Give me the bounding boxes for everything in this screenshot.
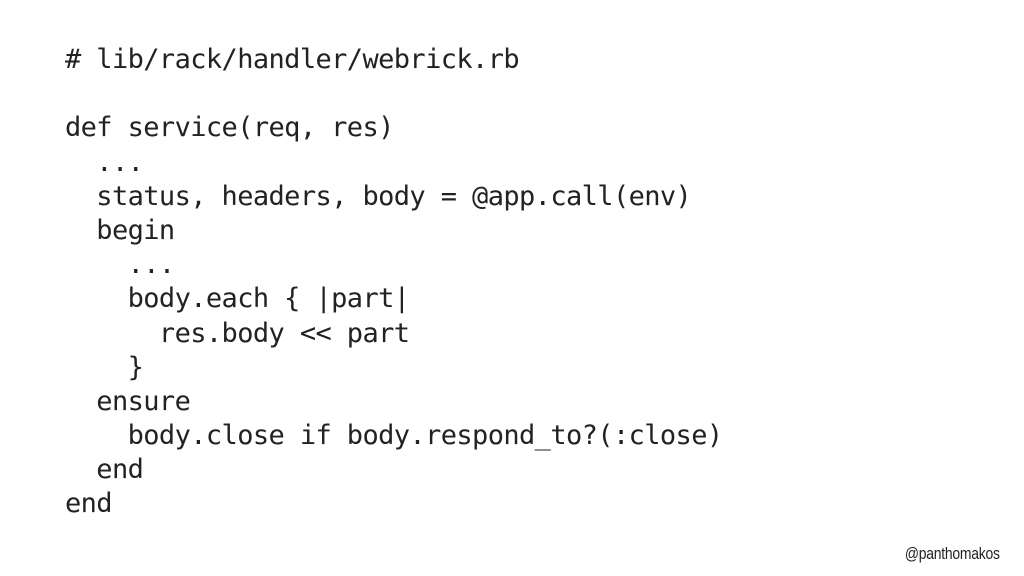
code-line-blank bbox=[65, 77, 723, 111]
code-line-close-brace: } bbox=[65, 351, 144, 383]
code-line-begin: begin bbox=[65, 214, 175, 246]
code-line-body-close: body.close if body.respond_to?(:close) bbox=[65, 420, 724, 452]
code-line-body-each: body.each { |part| bbox=[65, 283, 410, 315]
code-line-end-begin: end bbox=[65, 454, 144, 486]
code-line-res-body: res.body << part bbox=[65, 317, 410, 349]
code-line-end-def: end bbox=[65, 488, 113, 520]
code-line-comment: # lib/rack/handler/webrick.rb bbox=[65, 44, 520, 75]
code-line-app-call: status, headers, body = @app.call(env) bbox=[65, 180, 692, 212]
code-line-ellipsis-inner: ... bbox=[65, 249, 176, 281]
code-line-ellipsis: ... bbox=[65, 146, 144, 178]
code-block: # lib/rack/handler/webrick.rb def servic… bbox=[65, 43, 723, 522]
author-handle: @panthomakos bbox=[905, 544, 1000, 563]
code-line-ensure: ensure bbox=[65, 385, 191, 417]
code-line-def: def service(req, res) bbox=[65, 112, 394, 144]
